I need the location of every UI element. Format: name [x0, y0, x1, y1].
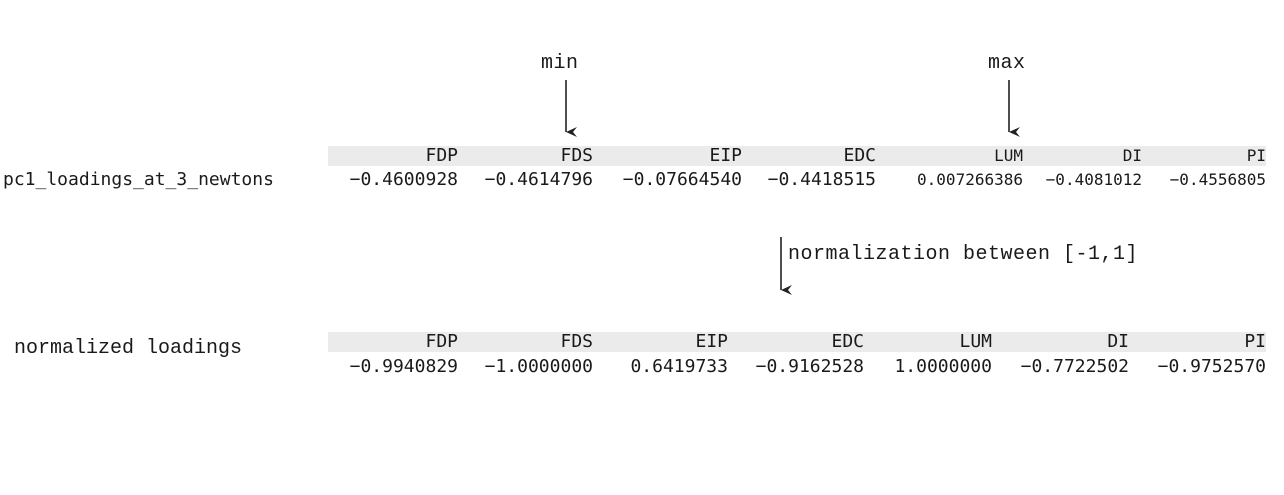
table1-col-edc: EDC: [843, 145, 876, 166]
table1-col-pi: PI: [1246, 146, 1266, 165]
table2-col-fdp: FDP: [425, 331, 458, 352]
table2-val-lum: 1.0000000: [894, 356, 992, 377]
table2-val-eip: 0.6419733: [630, 356, 728, 377]
table1-col-di: DI: [1122, 146, 1142, 165]
table1-val-fds: −0.4614796: [484, 169, 593, 190]
table2-col-lum: LUM: [959, 331, 992, 352]
table2-col-di: DI: [1107, 331, 1129, 352]
table1-val-lum: 0.007266386: [917, 170, 1023, 189]
table2-val-pi: −0.9752570: [1157, 356, 1266, 377]
table1-val-eip: −0.07664540: [622, 169, 742, 190]
table1-val-pi: −0.4556805: [1169, 170, 1266, 189]
min-label: min: [541, 52, 579, 75]
table2-val-di: −0.7722502: [1020, 356, 1129, 377]
normalization-label: normalization between [-1,1]: [788, 243, 1139, 266]
table2-col-fds: FDS: [560, 331, 593, 352]
table1-val-edc: −0.4418515: [767, 169, 876, 190]
table2-col-eip: EIP: [695, 331, 728, 352]
table2-row-label: normalized loadings: [14, 337, 243, 360]
table2-col-pi: PI: [1244, 331, 1266, 352]
table2-val-fds: −1.0000000: [484, 356, 593, 377]
table1-val-di: −0.4081012: [1045, 170, 1142, 189]
table1-col-eip: EIP: [709, 145, 742, 166]
table1-row-label: pc1_loadings_at_3_newtons: [3, 169, 274, 190]
table2-header-bar: [328, 332, 1266, 352]
table2-val-edc: −0.9162528: [755, 356, 864, 377]
table1-header-bar: [328, 146, 1266, 166]
table1-col-fds: FDS: [560, 145, 593, 166]
table1-col-lum: LUM: [994, 146, 1023, 165]
max-label: max: [988, 52, 1026, 75]
table1-val-fdp: −0.4600928: [349, 169, 458, 190]
table1-col-fdp: FDP: [425, 145, 458, 166]
table2-val-fdp: −0.9940829: [349, 356, 458, 377]
table2-col-edc: EDC: [831, 331, 864, 352]
